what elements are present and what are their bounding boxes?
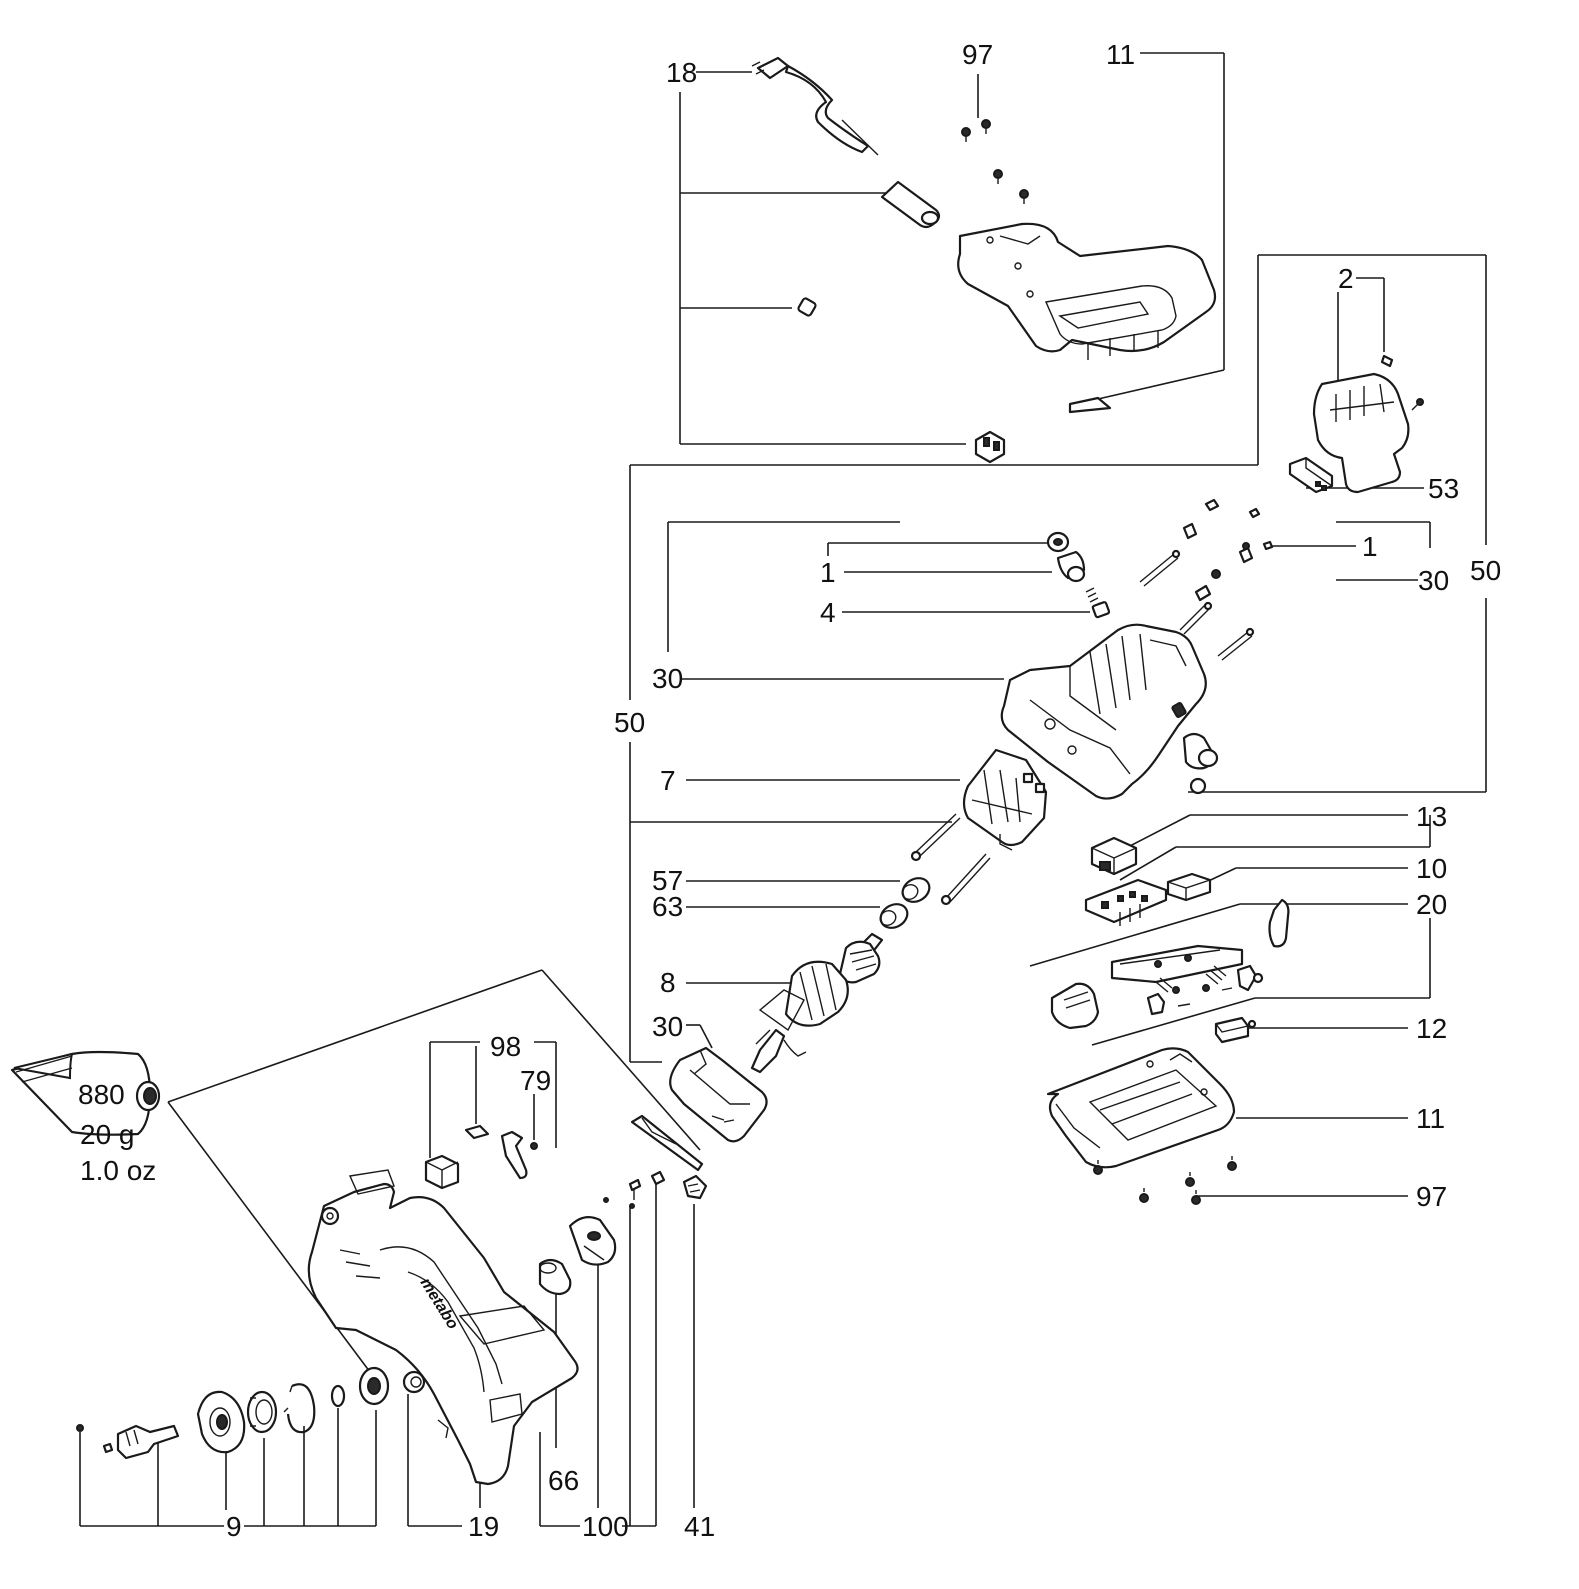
brush-cover bbox=[1312, 372, 1410, 494]
callout-97-bottom: 97 bbox=[1416, 1181, 1447, 1212]
screws-97-bottom bbox=[1093, 1156, 1237, 1205]
callout-66: 66 bbox=[548, 1465, 579, 1496]
grease-weight: 20 g bbox=[80, 1119, 135, 1150]
callout-98: 98 bbox=[490, 1031, 521, 1062]
screw-79 bbox=[530, 1142, 538, 1150]
spindle-lock-100 bbox=[568, 1170, 666, 1266]
grease-ounces: 1.0 oz bbox=[80, 1155, 156, 1186]
callout-labels: 18 97 11 2 53 1 4 30 1 30 50 50 7 57 63 … bbox=[78, 39, 1501, 1542]
flange bbox=[196, 1390, 246, 1454]
callout-9: 9 bbox=[226, 1511, 242, 1542]
cord-nut bbox=[797, 297, 817, 317]
grease-tube bbox=[10, 1050, 161, 1136]
part-53-block bbox=[1288, 456, 1334, 494]
callout-41: 41 bbox=[684, 1511, 715, 1542]
bushing-66 bbox=[538, 1258, 572, 1296]
brush-holder-left bbox=[1046, 531, 1086, 583]
motor-housing bbox=[1000, 623, 1219, 800]
callout-1-left: 1 bbox=[820, 557, 836, 588]
callout-79: 79 bbox=[520, 1065, 551, 1096]
callout-63: 63 bbox=[652, 891, 683, 922]
switch-13 bbox=[1090, 836, 1138, 876]
micro-switch-12 bbox=[1214, 1016, 1257, 1044]
callout-8: 8 bbox=[660, 967, 676, 998]
switch-lever-20 bbox=[1050, 898, 1290, 1030]
retaining-ring bbox=[283, 1383, 316, 1434]
outer-flange bbox=[358, 1366, 390, 1406]
bearing-57 bbox=[901, 877, 931, 903]
spindle-shaft bbox=[116, 1424, 180, 1460]
spindle-screws bbox=[76, 1424, 114, 1454]
stator-7 bbox=[962, 748, 1048, 851]
screws-97-top bbox=[961, 119, 1029, 204]
cap-19 bbox=[402, 1370, 426, 1394]
callout-10: 10 bbox=[1416, 853, 1447, 884]
callout-4: 4 bbox=[820, 597, 836, 628]
brush-parts-right bbox=[1139, 498, 1274, 661]
terminal-block bbox=[974, 430, 1006, 464]
callout-30-a: 30 bbox=[652, 663, 683, 694]
bearing-9 bbox=[246, 1390, 278, 1434]
part-98-clip bbox=[424, 1154, 460, 1190]
cord-sleeve bbox=[880, 180, 941, 229]
callout-100: 100 bbox=[582, 1511, 629, 1542]
circuit-board bbox=[1084, 878, 1168, 926]
stator-screws bbox=[910, 813, 991, 906]
callout-19: 19 bbox=[468, 1511, 499, 1542]
callout-53: 53 bbox=[1428, 473, 1459, 504]
callout-20: 20 bbox=[1416, 889, 1447, 920]
callout-30-b: 30 bbox=[652, 1011, 683, 1042]
callout-12: 12 bbox=[1416, 1013, 1447, 1044]
callout-11-top: 11 bbox=[1106, 39, 1135, 70]
parts: metabo bbox=[10, 56, 1424, 1486]
callout-97-top: 97 bbox=[962, 39, 993, 70]
fan-cover bbox=[669, 1046, 768, 1143]
callout-50-left: 50 bbox=[614, 707, 645, 738]
part-98-lever bbox=[500, 1130, 528, 1180]
callout-880: 880 bbox=[78, 1079, 125, 1110]
blade-guard-19 bbox=[307, 1169, 579, 1486]
callout-1-right: 1 bbox=[1362, 531, 1378, 562]
callout-50-right: 50 bbox=[1470, 555, 1501, 586]
capacitor-10 bbox=[1166, 872, 1212, 902]
callout-18: 18 bbox=[666, 57, 697, 88]
brush-cover-screws bbox=[1380, 354, 1424, 411]
callout-11-bottom: 11 bbox=[1416, 1103, 1445, 1134]
callout-2: 2 bbox=[1338, 263, 1354, 294]
armature-8 bbox=[750, 932, 884, 1074]
callout-57: 57 bbox=[652, 865, 683, 896]
housing-wedge bbox=[1068, 396, 1112, 414]
housing-half-top bbox=[957, 222, 1217, 360]
brush-spring bbox=[1085, 587, 1111, 619]
bearing-63 bbox=[879, 903, 909, 929]
leader-lines bbox=[79, 52, 1487, 1527]
housing-half-bottom bbox=[1046, 1047, 1236, 1169]
spacer-ring bbox=[330, 1384, 346, 1408]
callout-30-right: 30 bbox=[1418, 565, 1449, 596]
callout-13: 13 bbox=[1416, 801, 1447, 832]
power-cord-plug bbox=[751, 56, 879, 156]
lever-41 bbox=[630, 1114, 708, 1200]
part-98-plate bbox=[464, 1124, 490, 1140]
callout-7: 7 bbox=[660, 765, 676, 796]
